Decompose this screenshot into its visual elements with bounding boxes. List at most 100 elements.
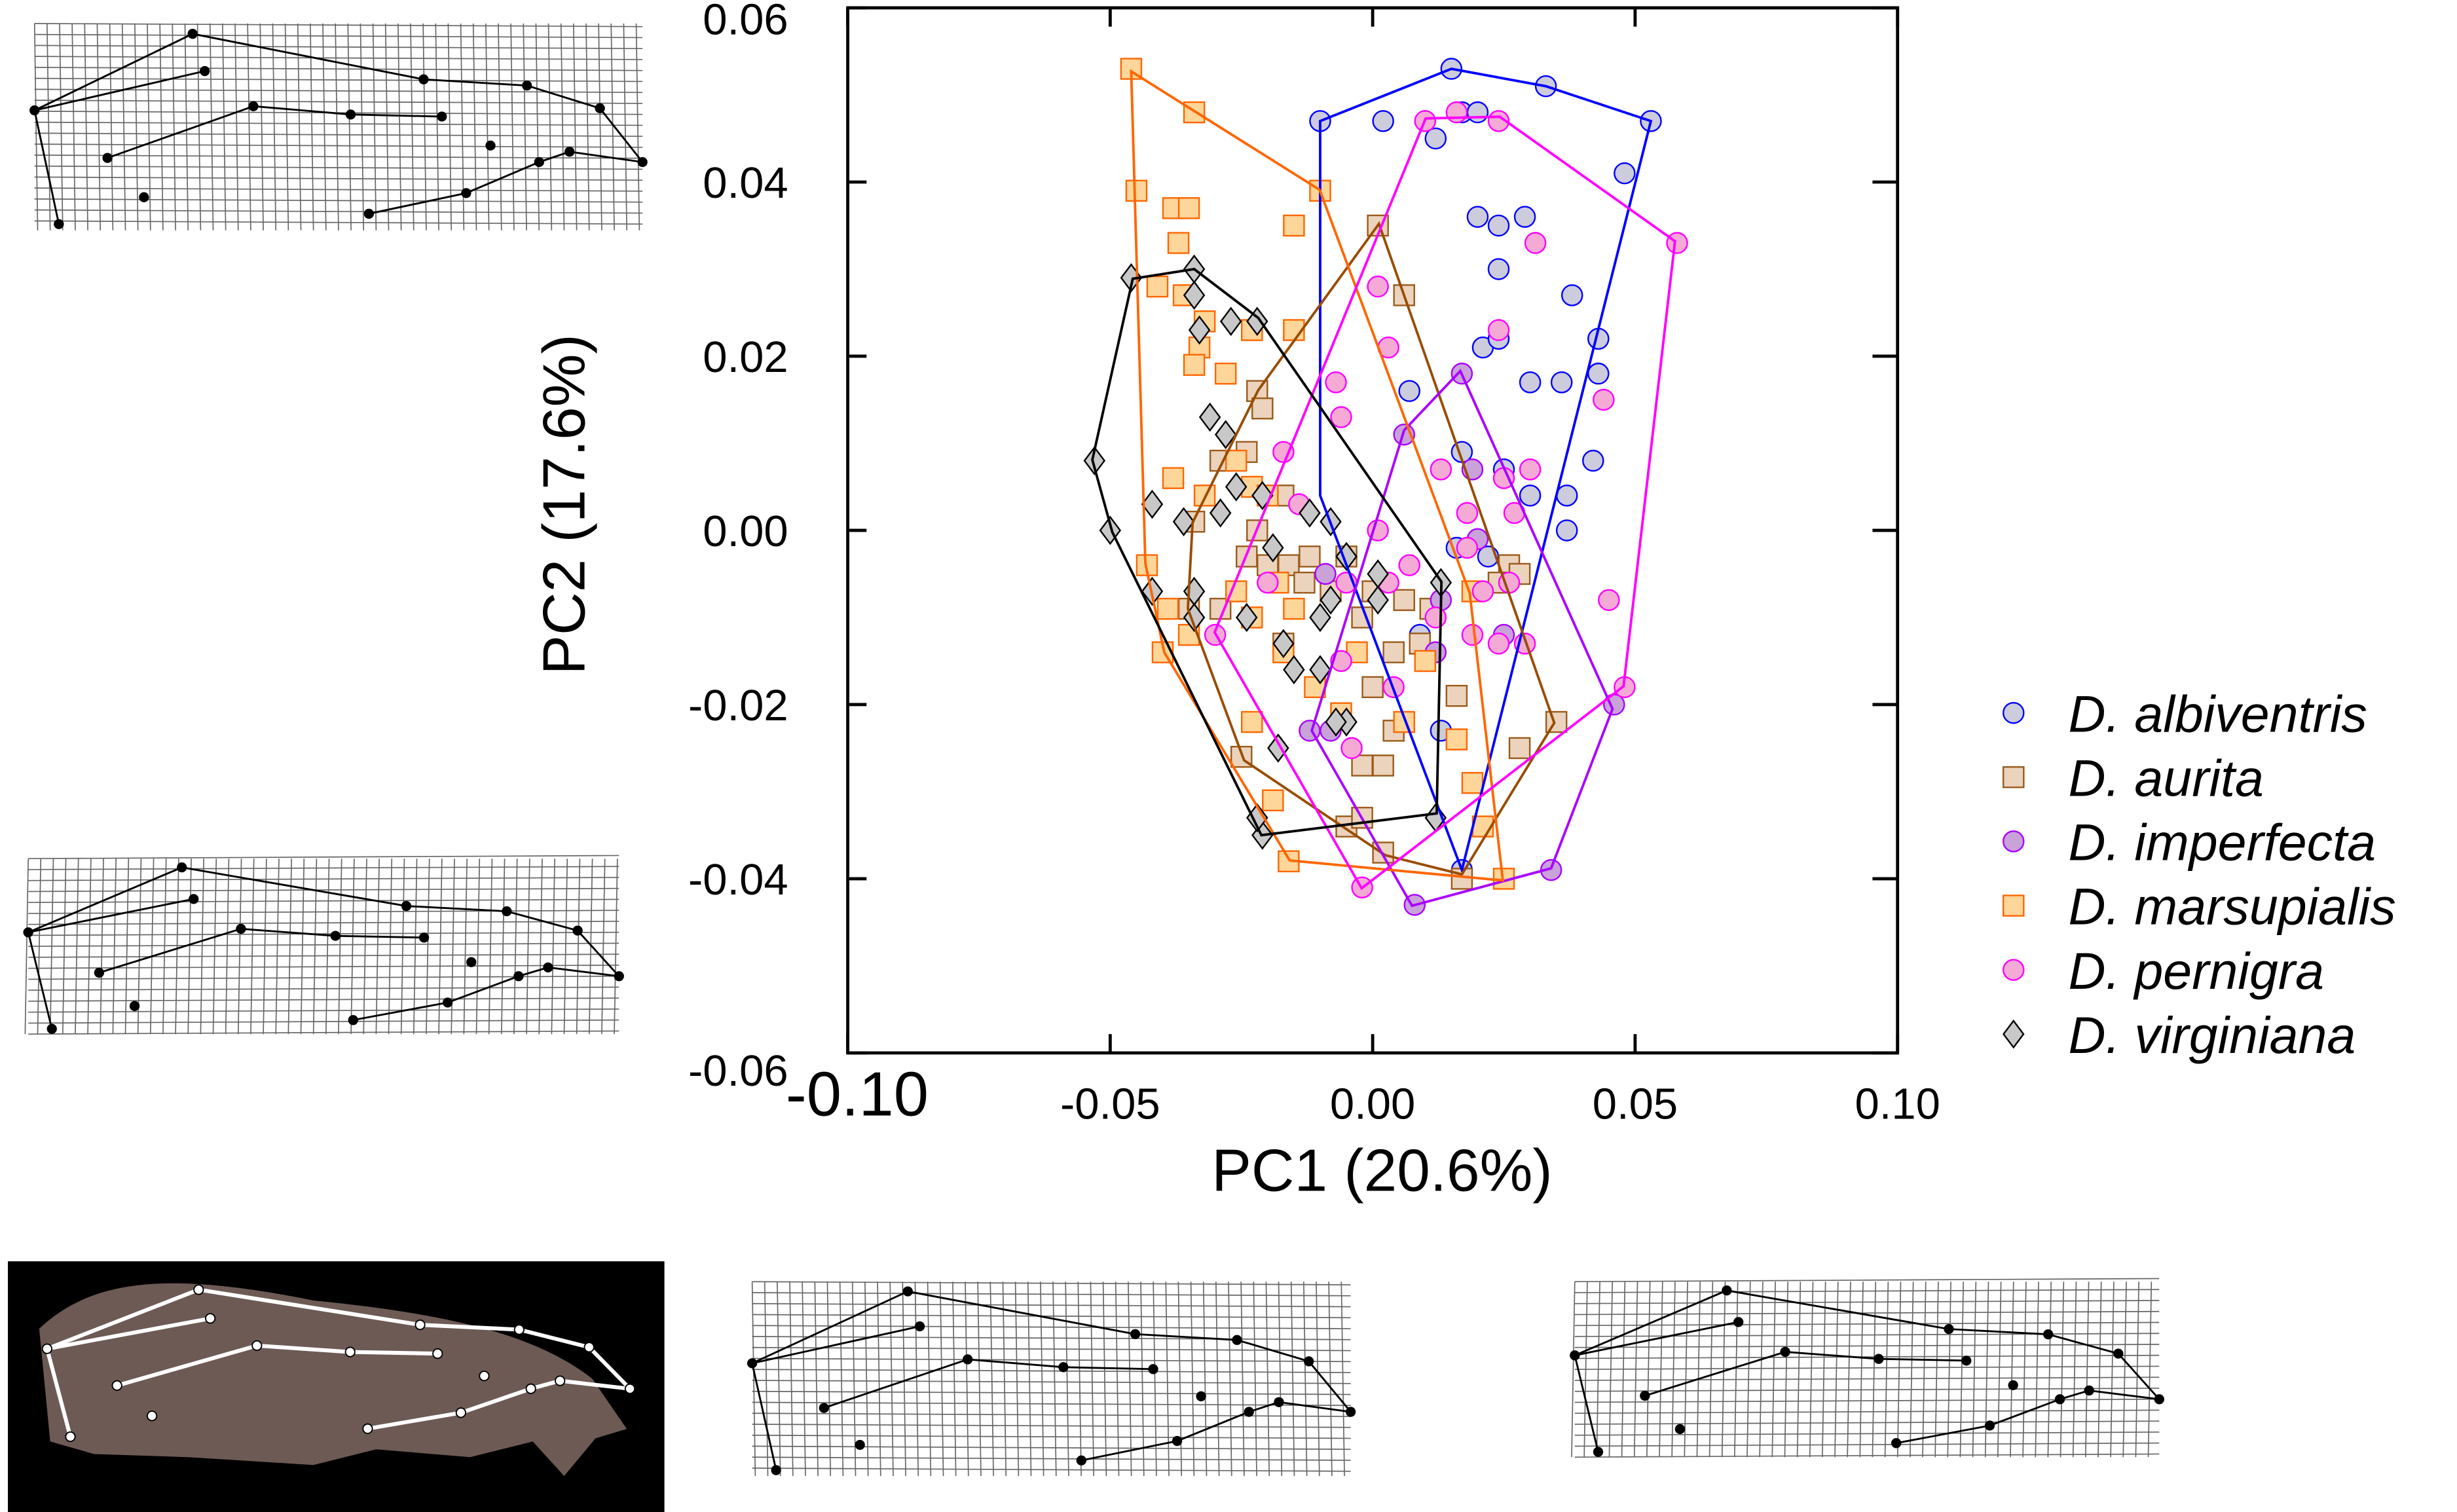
grid-line — [121, 23, 126, 230]
y-axis-title: PC2 (17.6%) — [532, 334, 598, 674]
grid-line — [1872, 1282, 1877, 1458]
grid-line — [1574, 1398, 2160, 1403]
grid-line — [864, 1282, 869, 1476]
landmark-point — [525, 1383, 536, 1394]
grid-line — [109, 23, 114, 230]
data-point-aurita — [1372, 754, 1394, 777]
grid-line — [1784, 1282, 1789, 1458]
data-point-aurita — [1293, 571, 1316, 594]
landmark-point — [1733, 1317, 1744, 1327]
grid-line — [601, 858, 606, 1035]
grid-line — [1574, 1431, 2160, 1436]
grid-line — [34, 165, 643, 170]
data-point-albiventris — [1466, 101, 1489, 124]
landmark-point — [46, 1023, 57, 1034]
grid-line — [34, 33, 643, 39]
grid-line — [1574, 1300, 2160, 1304]
landmark-point — [200, 65, 210, 77]
grid-line — [384, 23, 390, 230]
grid-line — [752, 1314, 1351, 1319]
data-point-pernigra — [1330, 650, 1352, 673]
grid-line — [1822, 1282, 1826, 1458]
grid-line — [965, 1282, 969, 1476]
landmark-link — [34, 33, 644, 163]
grid-line — [147, 23, 151, 230]
landmark-point — [1196, 1391, 1206, 1401]
grid-line — [614, 858, 618, 1035]
landmark-point — [1593, 1447, 1604, 1457]
landmark-point — [1570, 1350, 1580, 1361]
data-point-albiventris — [1372, 110, 1394, 132]
grid-line — [2010, 1282, 2014, 1458]
data-point-pernigra — [1524, 232, 1547, 254]
data-point-aurita — [1393, 589, 1415, 612]
grid-line — [159, 23, 164, 230]
grid-line — [372, 23, 377, 230]
landmark-point — [564, 147, 575, 157]
legend-item-albiventris: D. albiventris — [2003, 685, 2367, 743]
data-point-pernigra — [1666, 232, 1688, 254]
grid-line — [187, 858, 192, 1035]
grid-line — [28, 910, 619, 914]
landmark-point — [1345, 1407, 1356, 1417]
grid-line — [2022, 1282, 2027, 1458]
grid-line — [1574, 1453, 2160, 1458]
grid-line — [71, 23, 76, 230]
landmark-point — [485, 140, 496, 151]
grid-line — [1574, 1420, 2160, 1425]
grid-line — [1796, 1282, 1801, 1458]
data-point-marsupialis — [1214, 362, 1237, 385]
data-point-albiventris — [1582, 449, 1604, 472]
grid-line — [1574, 1388, 2160, 1392]
grid-line — [752, 1369, 1351, 1373]
landmark-link — [1574, 1289, 2160, 1400]
landmark-point — [418, 74, 429, 84]
landmark-point — [962, 1354, 973, 1365]
data-point-imperfecta — [1314, 562, 1337, 585]
landmark-point — [534, 157, 544, 168]
grid-line — [572, 23, 578, 230]
skull-landmarks — [41, 1284, 636, 1443]
landmark-point — [595, 103, 605, 114]
grid-line — [1027, 1282, 1032, 1476]
data-point-virginiana — [1188, 315, 1211, 345]
landmark-point — [637, 157, 648, 168]
landmark-point — [401, 900, 412, 912]
grid-line — [28, 953, 619, 958]
landmark-point — [437, 111, 447, 122]
grid-line — [28, 942, 619, 948]
grid-line — [939, 1282, 944, 1476]
landmark-link — [1574, 1355, 1599, 1452]
landmark-link — [1081, 1401, 1351, 1462]
data-point-virginiana — [1267, 733, 1289, 763]
landmark-point — [583, 1342, 595, 1353]
data-point-marsupialis — [1225, 449, 1247, 472]
grid-line — [475, 858, 481, 1035]
landmark-point — [1874, 1354, 1884, 1364]
y-tick-label: -0.04 — [688, 855, 788, 904]
landmark-point — [102, 153, 113, 163]
data-point-albiventris — [1487, 214, 1510, 237]
grid-line — [28, 975, 619, 980]
grid-line — [175, 858, 179, 1035]
grid-line — [34, 23, 643, 28]
landmark-point — [747, 1358, 758, 1369]
landmark-point — [513, 1324, 525, 1335]
grid-line — [1140, 1282, 1145, 1476]
x-tick-label: 0.10 — [1855, 1079, 1940, 1128]
grid-line — [350, 858, 355, 1035]
grid-line — [1984, 1282, 1989, 1458]
landmark-point — [1780, 1346, 1790, 1357]
convex-hull-aurita — [1187, 221, 1556, 876]
grid-line — [1571, 1282, 1576, 1458]
landmark-point — [54, 219, 64, 229]
grid-line — [34, 198, 643, 203]
legend-marker-marsupialis — [2003, 894, 2025, 917]
landmark-point — [455, 1407, 466, 1418]
grid-line — [28, 1008, 619, 1013]
landmark-point — [502, 906, 512, 917]
legend-item-pernigra: D. pernigra — [2003, 942, 2324, 1000]
grid-line — [212, 858, 217, 1035]
